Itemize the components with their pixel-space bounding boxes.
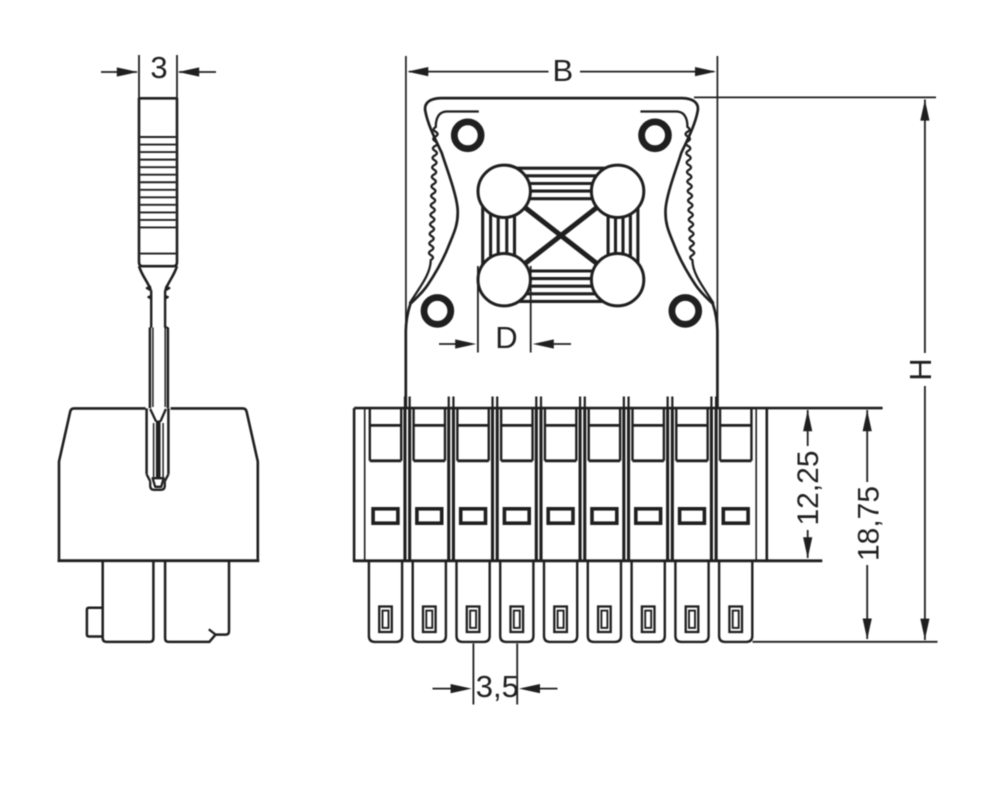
svg-text:B: B	[553, 53, 574, 88]
svg-text:H: H	[903, 358, 938, 380]
svg-text:3: 3	[150, 50, 167, 85]
svg-text:12,25: 12,25	[792, 450, 825, 525]
svg-text:18,75: 18,75	[853, 486, 886, 561]
svg-text:D: D	[495, 320, 517, 355]
svg-text:3,5: 3,5	[476, 669, 519, 704]
